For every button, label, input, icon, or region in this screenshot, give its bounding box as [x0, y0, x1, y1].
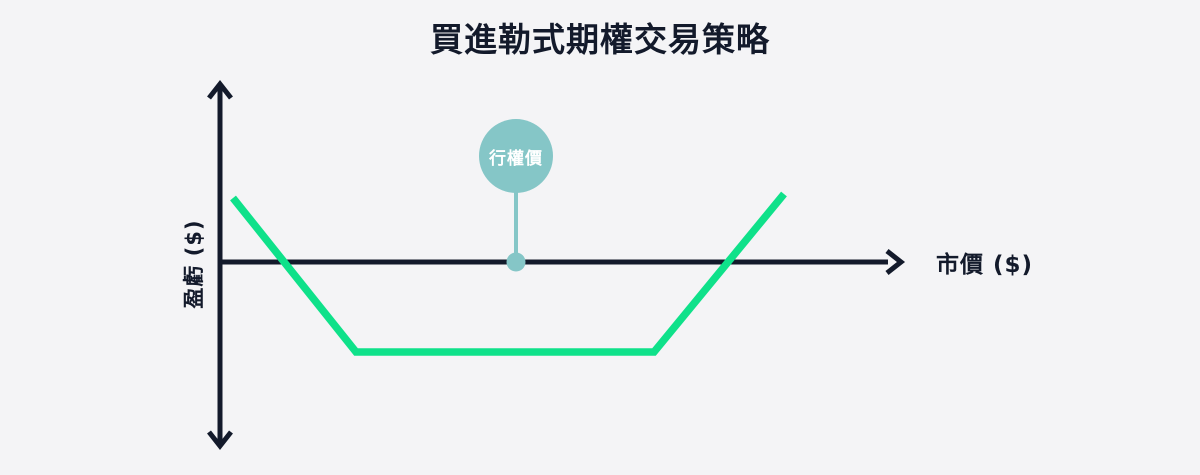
y-axis-label: 盈虧 ($) [182, 219, 206, 309]
strike-price-badge: 行權價 [479, 119, 553, 193]
y-axis-up-arrow-icon [207, 79, 233, 100]
chart-title: 買進勒式期權交易策略 [430, 20, 770, 59]
x-axis-label: 市價 ($) [936, 252, 1034, 278]
strike-axis-dot [506, 252, 526, 272]
payoff-line [230, 191, 787, 356]
y-axis-down-arrow-icon [207, 430, 233, 451]
x-axis-right-arrow-icon [885, 249, 906, 275]
